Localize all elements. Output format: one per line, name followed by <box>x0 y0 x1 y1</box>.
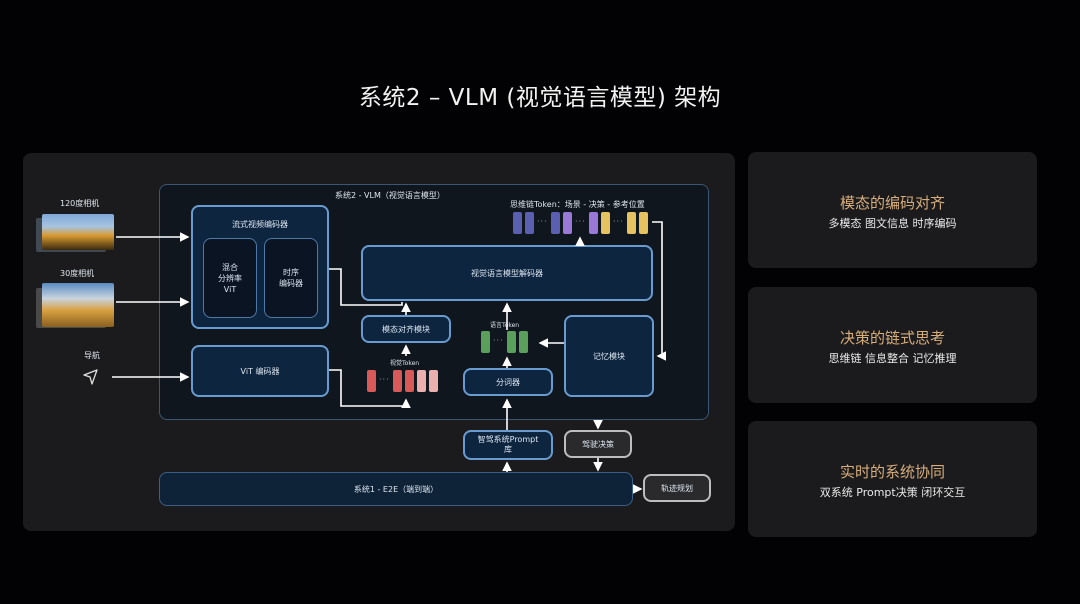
arrow-vit-to-visual-tokens <box>329 369 411 408</box>
token-block <box>639 212 648 234</box>
token-block <box>393 370 402 392</box>
ellipsis: ··· <box>613 217 624 226</box>
temporal-encoder: 时序 编码器 <box>264 238 318 318</box>
camera-120-image <box>42 214 114 250</box>
navigation-label: 导航 <box>84 351 100 360</box>
token-block <box>563 212 572 234</box>
token-block <box>513 212 522 234</box>
modality-alignment-module: 模态对齐模块 <box>361 315 451 343</box>
token-block <box>627 212 636 234</box>
tokenizer: 分词器 <box>463 368 553 396</box>
stream-video-encoder-label: 流式视频编码器 <box>232 220 288 229</box>
ellipsis: ··· <box>493 336 504 345</box>
wire-encoder-to-decoder <box>329 268 403 306</box>
token-block <box>507 331 516 353</box>
token-block <box>589 212 598 234</box>
ellipsis: ··· <box>575 217 586 226</box>
memory-module: 记忆模块 <box>564 315 654 397</box>
card-system-collaboration: 实时的系统协同 双系统 Prompt决策 闭环交互 <box>748 421 1037 537</box>
trajectory-planning: 轨迹规划 <box>643 474 711 502</box>
token-block <box>551 212 560 234</box>
card-heading: 模态的编码对齐 <box>839 194 945 212</box>
ellipsis: ··· <box>537 217 548 226</box>
mixed-resolution-vit: 混合 分辨率 ViT <box>203 238 257 318</box>
cot-token-label: 思维链Token：场景 - 决策 - 参考位置 <box>510 200 645 209</box>
card-modality-alignment: 模态的编码对齐 多模态 图文信息 时序编码 <box>748 152 1037 268</box>
card-heading: 决策的链式思考 <box>839 329 945 347</box>
vit-encoder: ViT 编码器 <box>191 345 329 397</box>
card-subtitle: 多模态 图文信息 时序编码 <box>828 217 957 230</box>
card-subtitle: 双系统 Prompt决策 闭环交互 <box>819 486 966 499</box>
card-chain-of-thought: 决策的链式思考 思维链 信息整合 记忆推理 <box>748 287 1037 403</box>
card-subtitle: 思维链 信息整合 记忆推理 <box>828 352 957 365</box>
navigation-arrow-icon <box>83 369 98 385</box>
arrow-cot-tokens-to-memory <box>652 221 666 361</box>
language-token-label: 语言Token <box>490 322 520 329</box>
system1-e2e: 系统1 - E2E（端到端） <box>159 472 633 506</box>
token-block <box>481 331 490 353</box>
page-title: 系统2 – VLM (视觉语言模型) 架构 <box>358 85 722 111</box>
vlm-frame-label: 系统2 - VLM（视觉语言模型） <box>335 191 445 200</box>
token-block <box>417 370 426 392</box>
camera-30-image <box>42 283 114 327</box>
token-block <box>525 212 534 234</box>
token-block <box>601 212 610 234</box>
prompt-library: 智驾系统Prompt 库 <box>463 430 553 460</box>
camera-30-label: 30度相机 <box>60 269 95 278</box>
ellipsis: ··· <box>379 375 390 384</box>
driving-decision: 驾驶决策 <box>564 430 632 458</box>
vlm-decoder: 视觉语言模型解码器 <box>361 245 653 301</box>
camera-120-label: 120度相机 <box>60 199 100 208</box>
token-block <box>429 370 438 392</box>
token-block <box>519 331 528 353</box>
visual-token-label: 视觉Token <box>390 360 420 367</box>
token-block <box>405 370 414 392</box>
token-block <box>367 370 376 392</box>
card-heading: 实时的系统协同 <box>839 463 945 481</box>
